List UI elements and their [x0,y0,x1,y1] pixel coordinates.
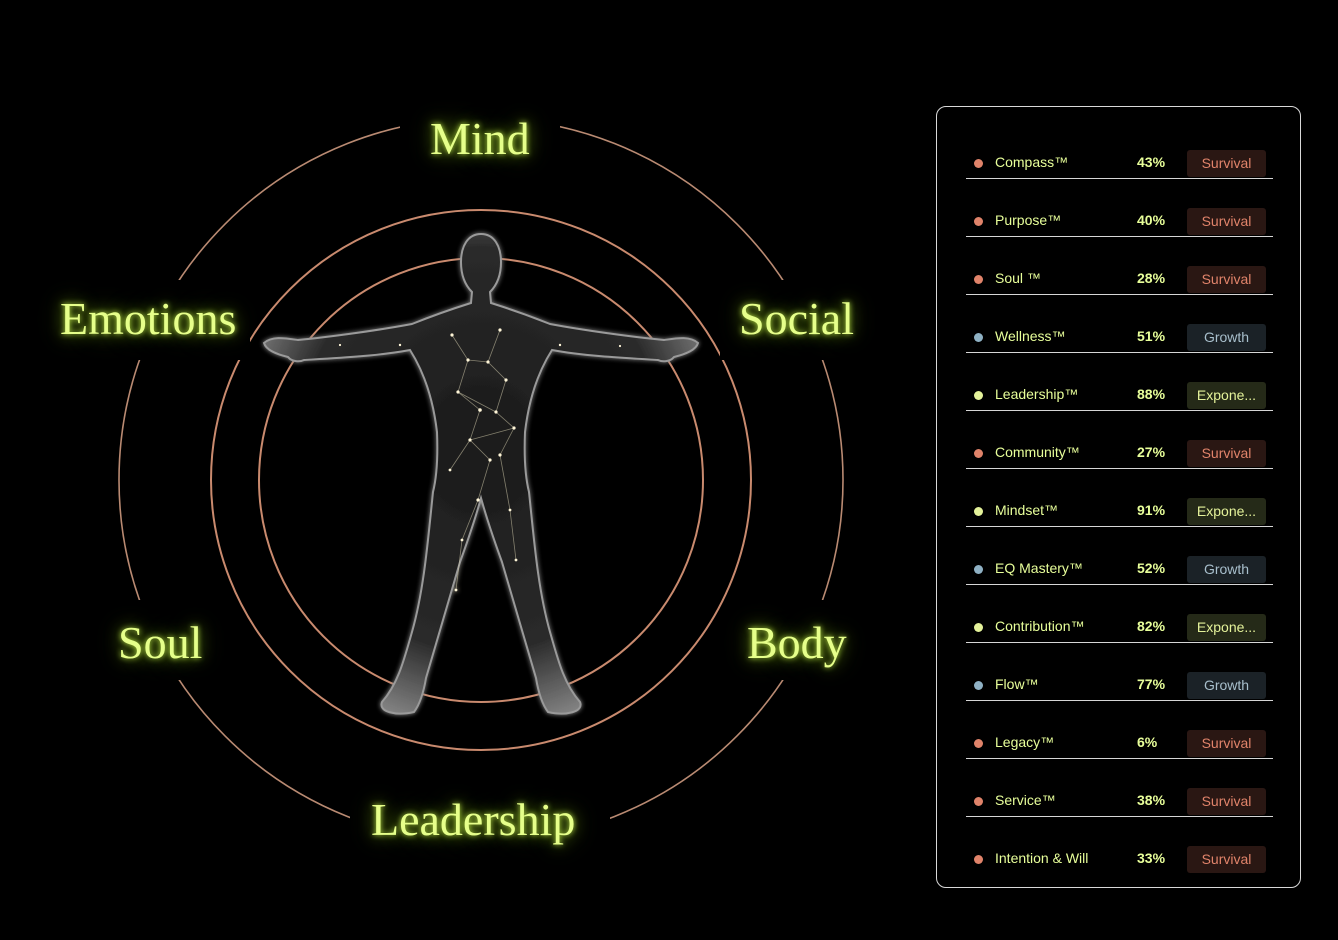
wheel-rings [118,117,844,843]
metric-row[interactable]: Contribution™ 82% Expone... [966,585,1273,643]
metric-percent: 52% [1137,560,1166,576]
metric-row[interactable]: Wellness™ 51% Growth [966,295,1273,353]
metric-row[interactable]: Mindset™ 91% Expone... [966,469,1273,527]
metric-name: Service™ [995,792,1056,808]
metric-percent: 27% [1137,444,1166,460]
status-badge: Expone... [1187,614,1266,641]
metric-name: Contribution™ [995,618,1085,634]
status-dot-icon [974,333,983,342]
metric-name: Compass™ [995,154,1069,170]
metric-row[interactable]: Legacy™ 6% Survival [966,701,1273,759]
metric-row[interactable]: Compass™ 43% Survival [966,121,1273,179]
metric-percent: 88% [1137,386,1166,402]
status-badge: Survival [1187,150,1266,177]
status-badge: Growth [1187,324,1266,351]
metric-name: EQ Mastery™ [995,560,1083,576]
metric-percent: 43% [1137,154,1166,170]
metric-percent: 6% [1137,734,1158,750]
metric-percent: 28% [1137,270,1166,286]
metric-percent: 51% [1137,328,1166,344]
metric-name: Intention & Will [995,850,1089,866]
status-dot-icon [974,507,983,516]
metric-name: Wellness™ [995,328,1066,344]
status-badge: Growth [1187,556,1266,583]
status-dot-icon [974,217,983,226]
status-badge: Expone... [1187,498,1266,525]
status-badge: Expone... [1187,382,1266,409]
status-dot-icon [974,449,983,458]
status-badge: Survival [1187,846,1266,873]
status-dot-icon [974,275,983,284]
status-badge: Survival [1187,266,1266,293]
metric-row[interactable]: Leadership™ 88% Expone... [966,353,1273,411]
status-badge: Survival [1187,730,1266,757]
status-dot-icon [974,623,983,632]
label-body: Body [747,617,847,668]
metric-row[interactable]: Flow™ 77% Growth [966,643,1273,701]
label-emotions: Emotions [60,293,237,344]
label-soul: Soul [118,617,203,668]
metric-name: Legacy™ [995,734,1055,750]
status-dot-icon [974,391,983,400]
label-social: Social [739,293,854,344]
status-dot-icon [974,855,983,864]
metric-name: Mindset™ [995,502,1059,518]
metric-row[interactable]: EQ Mastery™ 52% Growth [966,527,1273,585]
metric-percent: 82% [1137,618,1166,634]
metric-row[interactable]: Intention & Will 33% Survival [966,817,1273,875]
status-dot-icon [974,797,983,806]
metric-percent: 33% [1137,850,1166,866]
label-mind: Mind [430,113,530,164]
status-dot-icon [974,565,983,574]
metric-name: Community™ [995,444,1080,460]
status-badge: Survival [1187,788,1266,815]
metric-percent: 40% [1137,212,1166,228]
middle-ring [210,209,752,751]
status-dot-icon [974,159,983,168]
metric-name: Purpose™ [995,212,1062,228]
human-figure-icon [262,232,700,715]
label-leadership: Leadership [371,794,576,845]
status-badge: Survival [1187,208,1266,235]
life-wheel: Mind Social Body Leadership Soul Emotion… [60,113,854,845]
metric-row[interactable]: Purpose™ 40% Survival [966,179,1273,237]
metric-row[interactable]: Community™ 27% Survival [966,411,1273,469]
status-badge: Growth [1187,672,1266,699]
status-badge: Survival [1187,440,1266,467]
metric-percent: 91% [1137,502,1166,518]
metric-row[interactable]: Service™ 38% Survival [966,759,1273,817]
status-dot-icon [974,739,983,748]
status-dot-icon [974,681,983,690]
metric-percent: 38% [1137,792,1166,808]
metric-name: Leadership™ [995,386,1079,402]
metric-percent: 77% [1137,676,1166,692]
metric-row[interactable]: Soul ™ 28% Survival [966,237,1273,295]
metric-name: Flow™ [995,676,1039,692]
metric-name: Soul ™ [995,270,1041,286]
